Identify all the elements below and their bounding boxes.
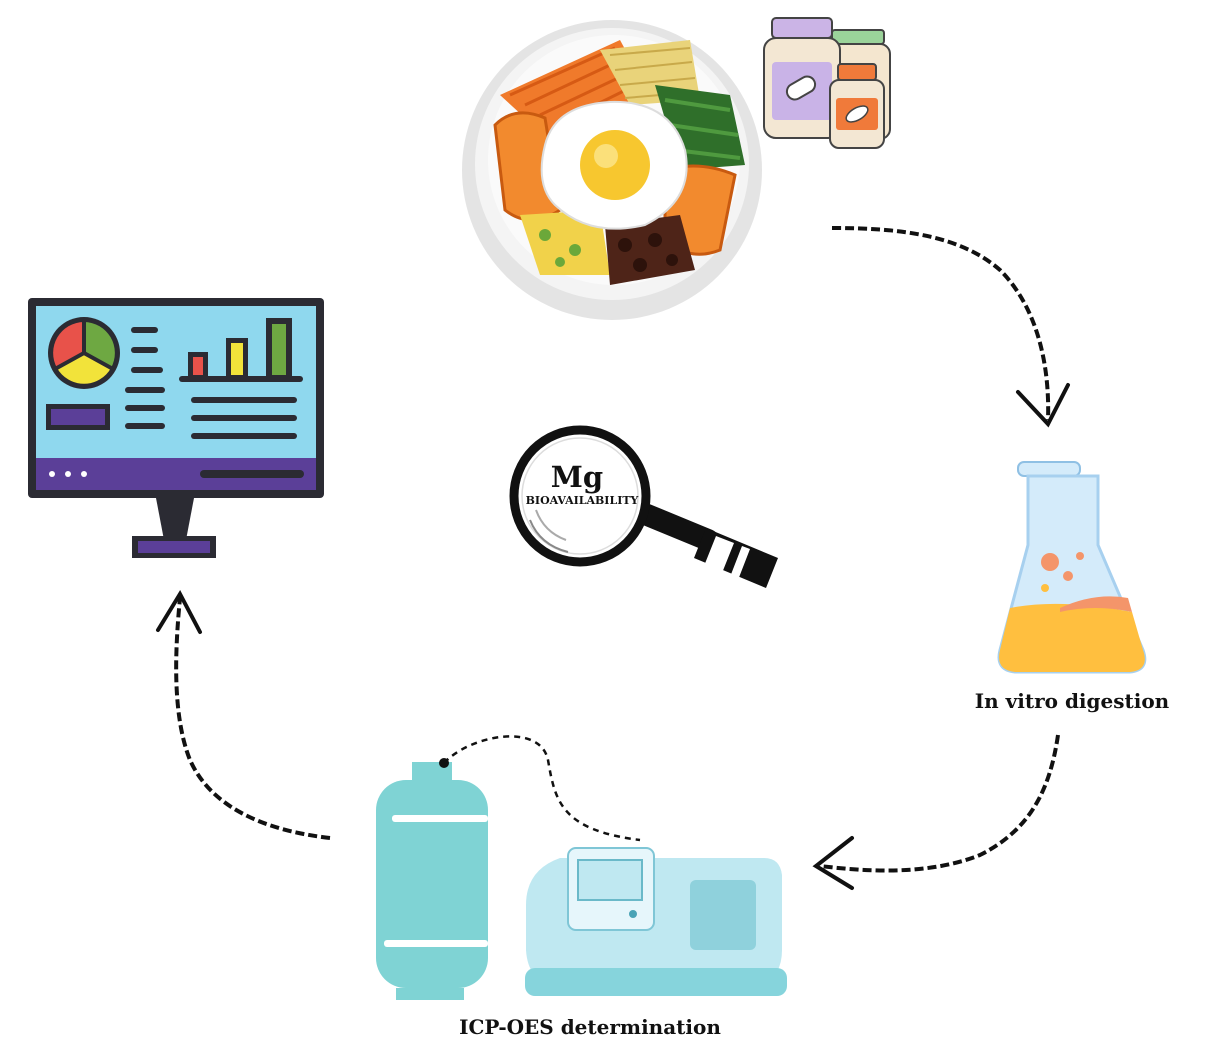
gas-line	[443, 735, 641, 842]
magnifier-element-label: Mg	[551, 460, 603, 494]
flask-icon	[997, 461, 1147, 674]
food-bowl-icon	[462, 20, 762, 320]
supplement-jars-icon	[763, 17, 891, 149]
arrow-icp-to-monitor	[156, 589, 331, 840]
arrow-digestion-to-icp	[812, 734, 1060, 890]
label-icp-oes-determination: ICP-OES determination	[459, 1015, 721, 1039]
magnifying-glass-icon	[509, 425, 778, 588]
gas-cylinder-icon	[376, 758, 488, 1000]
magnifier-subtitle-label: BIOAVAILABILITY	[526, 494, 639, 507]
arrow-food-to-digestion	[831, 226, 1070, 428]
label-in-vitro-digestion: In vitro digestion	[975, 689, 1170, 713]
spectrometer-icon	[525, 847, 787, 996]
monitor-dashboard-icon	[28, 298, 324, 558]
